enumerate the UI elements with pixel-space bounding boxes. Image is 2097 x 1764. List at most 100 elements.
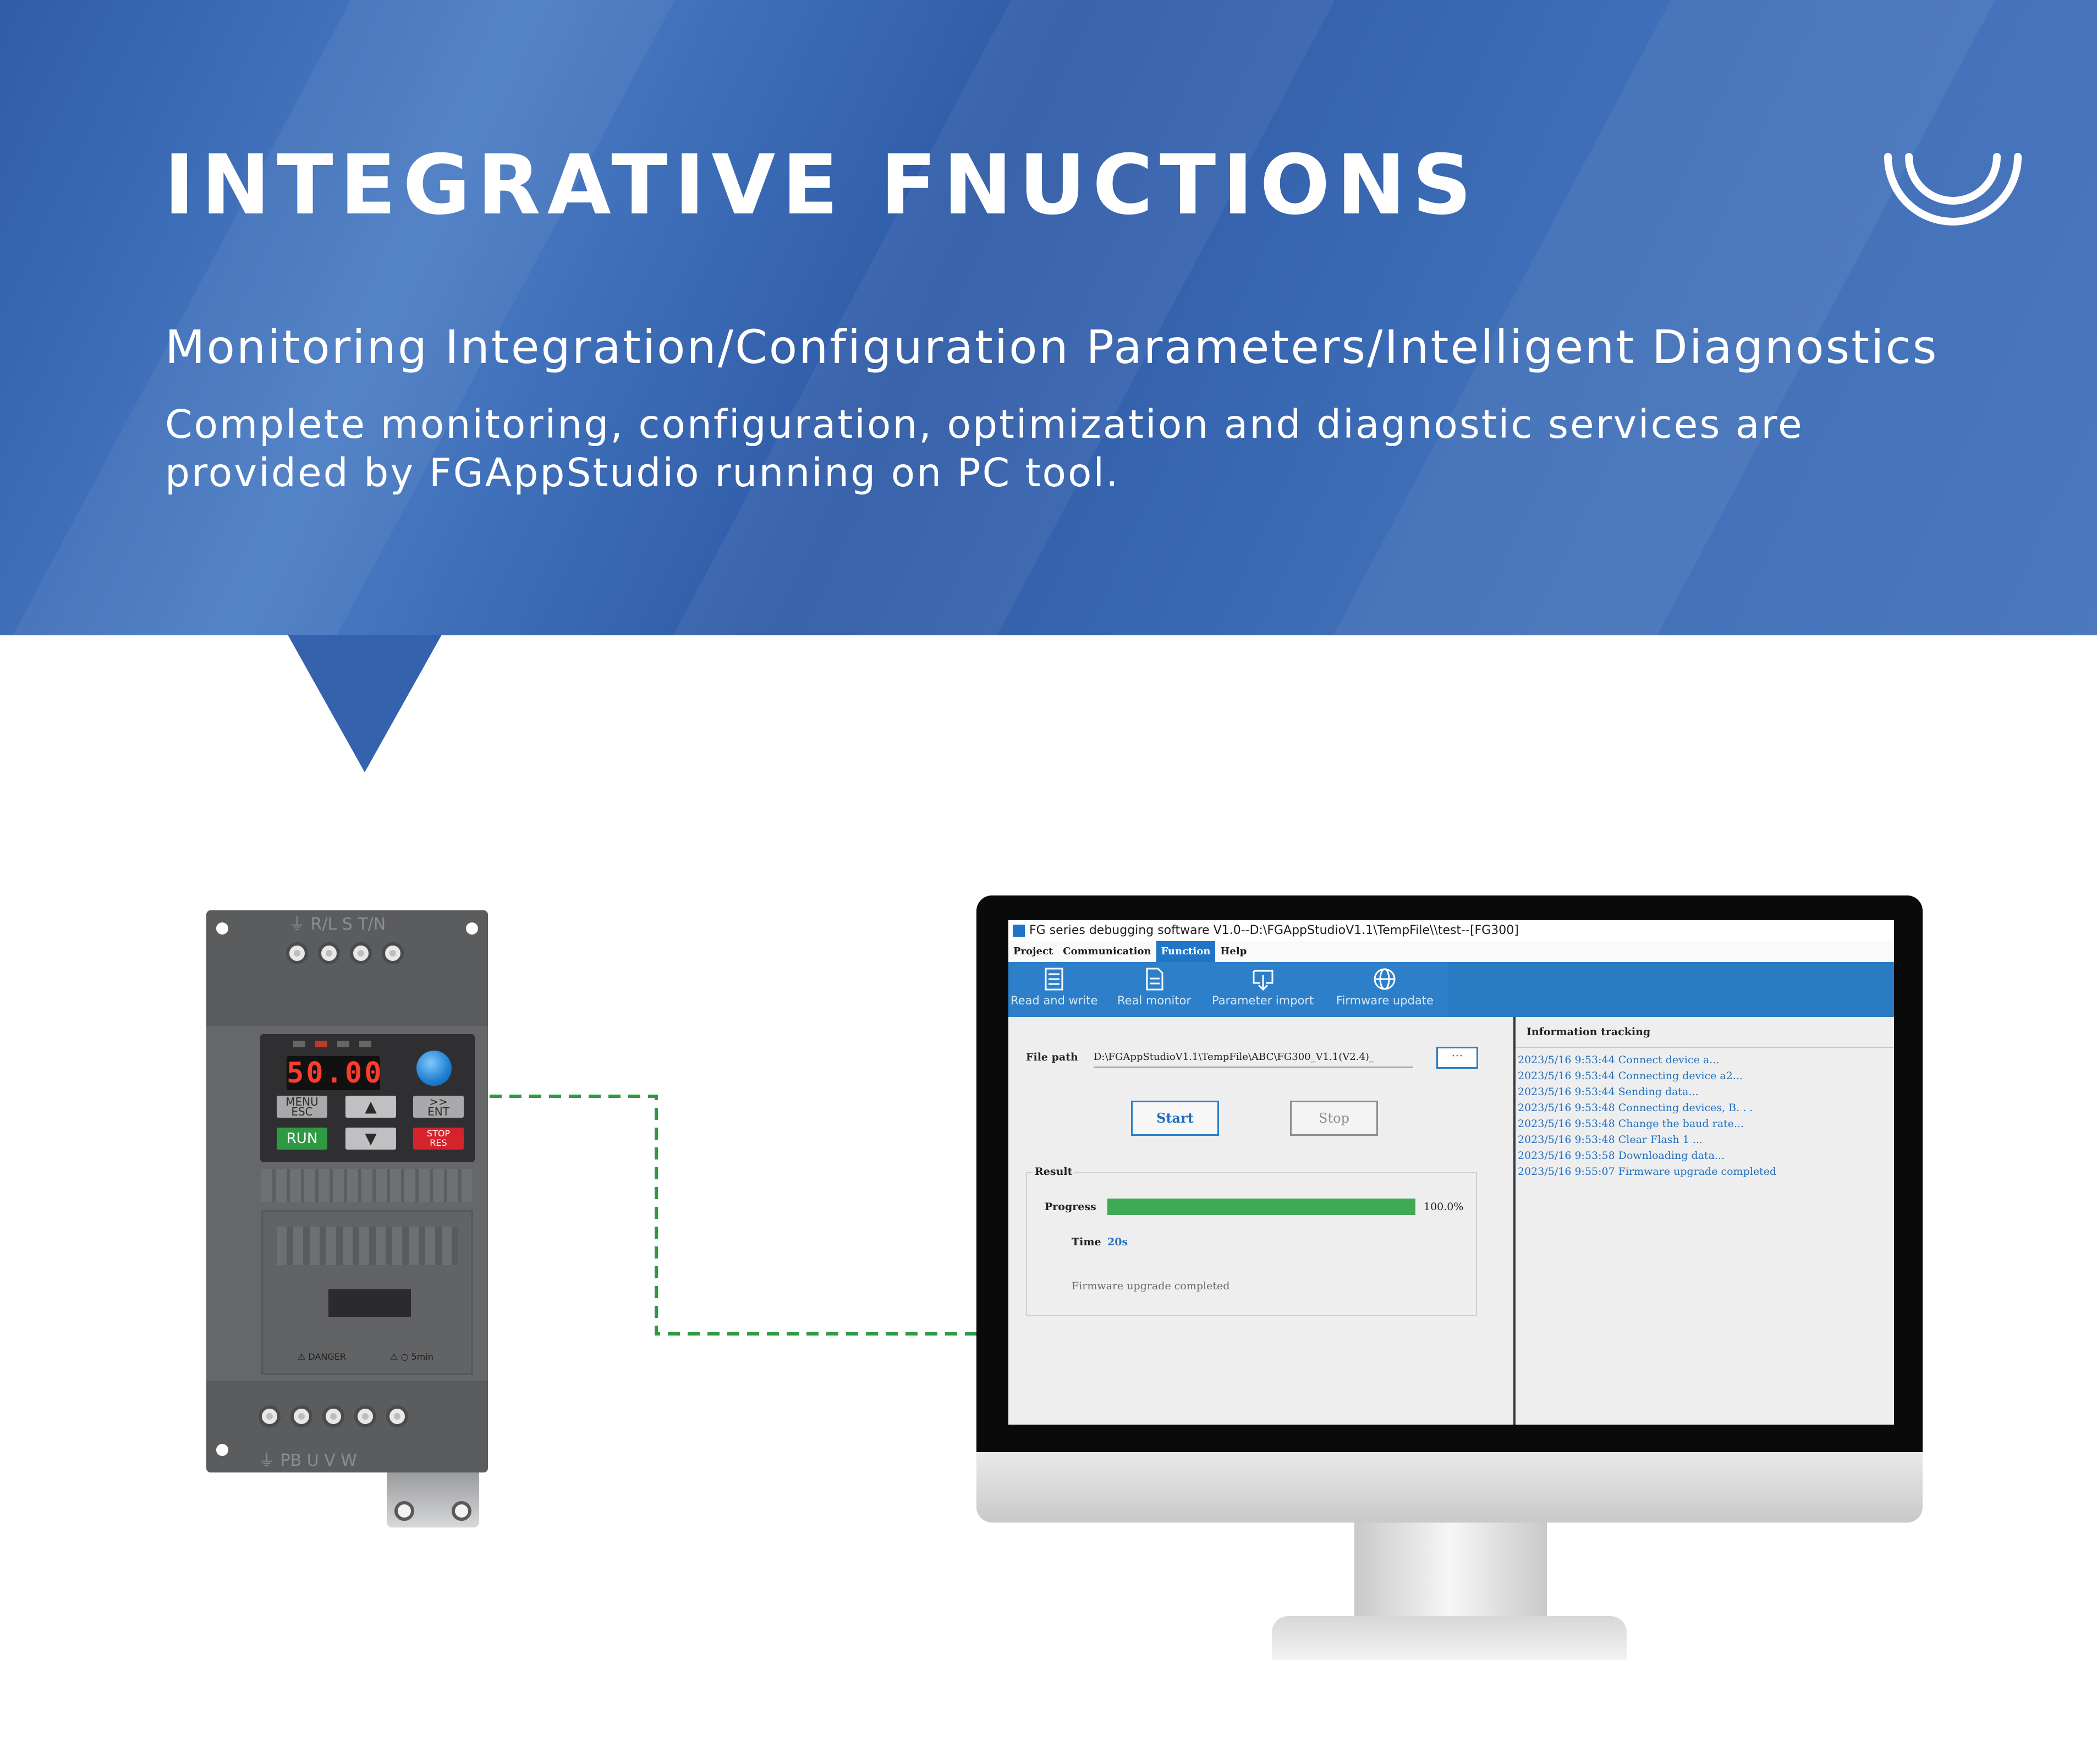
frequency-inverter: ⏚ R/L S T/N 50.00 MENU ESC ▲ >> ENT RUN … bbox=[206, 910, 488, 1472]
app-icon bbox=[1013, 925, 1025, 937]
monitor-stand-neck bbox=[1354, 1523, 1547, 1616]
log-entry: 2023/5/16 9:53:44 Connect device a... bbox=[1518, 1054, 1720, 1066]
log-entry: 2023/5/16 9:53:48 Change the baud rate..… bbox=[1518, 1118, 1744, 1130]
discharge-warning: ⚠ ○ 5min bbox=[390, 1351, 433, 1362]
speed-knob[interactable] bbox=[416, 1051, 452, 1086]
log-entry: 2023/5/16 9:53:58 Downloading data... bbox=[1518, 1150, 1725, 1162]
parameter-import-button[interactable]: Parameter import bbox=[1212, 966, 1314, 1007]
result-label: Result bbox=[1033, 1166, 1075, 1178]
window-title: FG series debugging software V1.0--D:\FG… bbox=[1029, 924, 1519, 937]
menu-project[interactable]: Project bbox=[1013, 946, 1053, 957]
list-icon bbox=[1045, 968, 1063, 991]
drive-top-terminal-block bbox=[206, 910, 488, 1026]
firmware-update-label: Firmware update bbox=[1336, 994, 1434, 1007]
banner-stripe bbox=[0, 0, 718, 635]
terminal-screw bbox=[259, 1405, 281, 1427]
front-cover: ⚠ DANGER ⚠ ○ 5min bbox=[261, 1210, 473, 1375]
banner-pointer bbox=[288, 635, 442, 772]
menu-function[interactable]: Function bbox=[1156, 941, 1216, 962]
info-title: Information tracking bbox=[1527, 1026, 1651, 1038]
status-led bbox=[293, 1041, 305, 1047]
log-entry: 2023/5/16 9:53:44 Connecting device a2..… bbox=[1518, 1070, 1743, 1082]
log-entry: 2023/5/16 9:53:44 Sending data... bbox=[1518, 1086, 1699, 1098]
cover-slot bbox=[328, 1289, 411, 1317]
menu-help[interactable]: Help bbox=[1220, 946, 1247, 957]
real-monitor-label: Real monitor bbox=[1117, 994, 1192, 1007]
time-label: Time bbox=[1072, 1236, 1101, 1248]
ventilation-grille bbox=[261, 1169, 473, 1202]
double-arc-logo-icon bbox=[1884, 153, 2022, 226]
globe-icon bbox=[1374, 968, 1396, 990]
read-write-button[interactable]: Read and write bbox=[1011, 966, 1097, 1007]
top-terminal-label: ⏚ R/L S T/N bbox=[289, 915, 386, 934]
stop-reset-key[interactable]: STOP RES bbox=[413, 1128, 464, 1150]
page-description: Complete monitoring, configuration, opti… bbox=[165, 402, 1804, 496]
progress-value: 100.0% bbox=[1424, 1201, 1464, 1213]
status-led bbox=[359, 1041, 371, 1047]
file-path-label: File path bbox=[1026, 1051, 1078, 1063]
mounting-hole bbox=[466, 922, 478, 935]
toolbar-ribbon-tail bbox=[1448, 962, 1894, 1017]
status-led bbox=[315, 1041, 327, 1047]
terminal-screw bbox=[290, 1405, 312, 1427]
firmware-update-button[interactable]: Firmware update bbox=[1336, 966, 1434, 1007]
firmware-update-panel: File path D:\FGAppStudioV1.1\TempFile\AB… bbox=[1008, 1017, 1512, 1425]
page-title: INTEGRATIVE FNUCTIONS bbox=[164, 138, 1479, 233]
window-title-bar: FG series debugging software V1.0--D:\FG… bbox=[1008, 920, 1894, 941]
terminal-screw bbox=[322, 1405, 344, 1427]
danger-warning: ⚠ DANGER bbox=[298, 1351, 347, 1362]
bottom-terminal-label: ⏚ PB U V W bbox=[259, 1451, 357, 1470]
terminal-screw bbox=[386, 1405, 408, 1427]
bracket-screw bbox=[394, 1501, 414, 1521]
time-value: 20s bbox=[1107, 1236, 1128, 1248]
log-list[interactable]: 2023/5/16 9:53:44 Connect device a... 20… bbox=[1518, 1052, 1892, 1180]
page-subtitle: Monitoring Integration/Configuration Par… bbox=[165, 320, 1939, 374]
log-entry: 2023/5/16 9:53:48 Clear Flash 1 ... bbox=[1518, 1134, 1703, 1146]
enter-key[interactable]: >> ENT bbox=[413, 1096, 464, 1118]
pc-monitor: FG series debugging software V1.0--D:\FG… bbox=[976, 895, 1923, 1452]
status-message: Firmware upgrade completed bbox=[1072, 1280, 1230, 1292]
keypad-panel: 50.00 MENU ESC ▲ >> ENT RUN ▼ STOP RES bbox=[260, 1034, 475, 1162]
up-key[interactable]: ▲ bbox=[345, 1096, 396, 1118]
menu-communication[interactable]: Communication bbox=[1063, 946, 1151, 957]
monitor-stand-base bbox=[1272, 1616, 1627, 1660]
run-key[interactable]: RUN bbox=[277, 1128, 327, 1150]
menu-bar: Project Communication Function Help bbox=[1008, 941, 1894, 962]
terminal-screw bbox=[350, 942, 372, 964]
browse-button[interactable]: ··· bbox=[1436, 1047, 1478, 1069]
frequency-display: 50.00 bbox=[287, 1056, 384, 1090]
mounting-hole bbox=[216, 1444, 228, 1456]
monitor-chin bbox=[976, 1452, 1923, 1523]
document-icon bbox=[1146, 968, 1163, 991]
log-entry: 2023/5/16 9:53:48 Connecting devices, B.… bbox=[1518, 1102, 1753, 1114]
din-bracket bbox=[387, 1472, 479, 1527]
down-key[interactable]: ▼ bbox=[345, 1128, 396, 1150]
real-monitor-button[interactable]: Real monitor bbox=[1117, 966, 1191, 1007]
terminal-screw bbox=[318, 942, 340, 964]
hero-banner: INTEGRATIVE FNUCTIONS Monitoring Integra… bbox=[0, 0, 2097, 635]
information-tracking-panel: Information tracking 2023/5/16 9:53:44 C… bbox=[1513, 1017, 1894, 1425]
mounting-hole bbox=[216, 922, 228, 935]
bracket-screw bbox=[452, 1501, 471, 1521]
terminal-screw bbox=[354, 1405, 376, 1427]
result-group bbox=[1026, 1172, 1477, 1316]
status-led bbox=[337, 1041, 349, 1047]
parameter-import-label: Parameter import bbox=[1212, 994, 1314, 1007]
app-window: FG series debugging software V1.0--D:\FG… bbox=[1008, 920, 1894, 1425]
read-write-label: Read and write bbox=[1011, 994, 1098, 1007]
menu-esc-key[interactable]: MENU ESC bbox=[277, 1096, 327, 1118]
banner-stripe bbox=[1218, 0, 2039, 635]
import-icon bbox=[1253, 970, 1273, 991]
cover-fins bbox=[277, 1227, 458, 1265]
terminal-screw bbox=[286, 942, 308, 964]
progress-bar bbox=[1107, 1199, 1415, 1215]
stop-button[interactable]: Stop bbox=[1290, 1101, 1378, 1136]
start-button[interactable]: Start bbox=[1131, 1101, 1219, 1136]
log-entry: 2023/5/16 9:55:07 Firmware upgrade compl… bbox=[1518, 1166, 1777, 1178]
info-divider bbox=[1516, 1047, 1894, 1048]
file-path-input[interactable]: D:\FGAppStudioV1.1\TempFile\ABC\FG300_V1… bbox=[1094, 1048, 1413, 1068]
terminal-screw bbox=[382, 942, 404, 964]
progress-bar-fill bbox=[1107, 1199, 1415, 1215]
banner-stripe bbox=[558, 0, 1379, 635]
progress-label: Progress bbox=[1045, 1201, 1096, 1213]
